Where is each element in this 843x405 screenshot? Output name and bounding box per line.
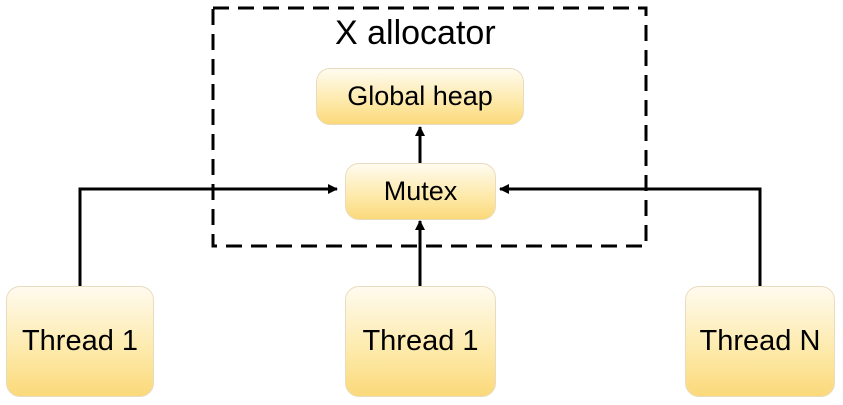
- allocator-title: X allocator: [335, 14, 496, 52]
- arrow-thread1-to-mutex: [78, 184, 338, 287]
- thread-1-middle-node: Thread 1: [345, 286, 496, 397]
- mutex-node: Mutex: [345, 163, 496, 220]
- allocator-boundary: [211, 6, 648, 248]
- thread-1-left-node: Thread 1: [6, 286, 154, 397]
- global-heap-node: Global heap: [316, 68, 524, 125]
- arrow-threadN-to-mutex: [499, 184, 762, 287]
- thread-n-node: Thread N: [685, 286, 835, 397]
